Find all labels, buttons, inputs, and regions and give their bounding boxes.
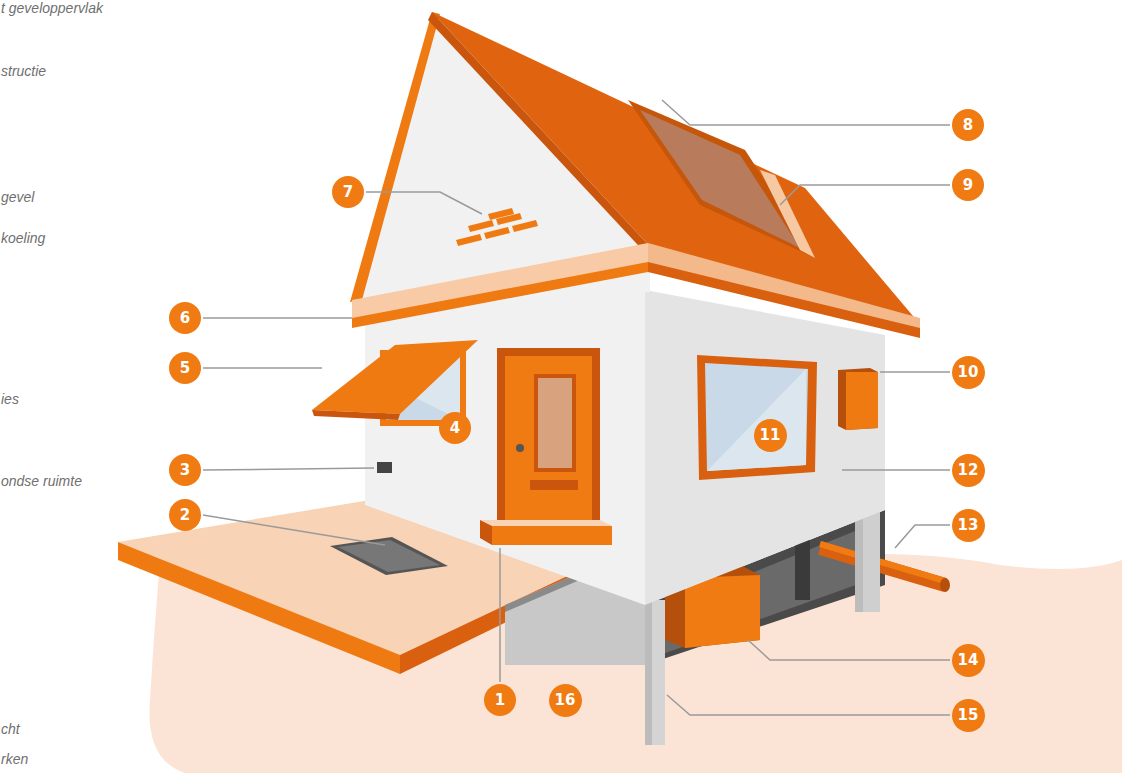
callout-text: 7 <box>343 185 353 200</box>
callout-number: 16 <box>549 684 582 717</box>
side-label: ondse ruimte <box>1 474 82 489</box>
callout-number: 10 <box>952 356 985 389</box>
callout-text: 5 <box>180 361 190 376</box>
callout-number: 4 <box>439 412 471 444</box>
side-label: cht <box>1 722 20 737</box>
side-label: structie <box>1 64 46 79</box>
callout-text: 8 <box>963 118 973 133</box>
callout-text: 4 <box>450 421 460 436</box>
callout-text: 1 <box>495 693 505 708</box>
callout-number: 2 <box>169 499 201 531</box>
side-label: ies <box>1 392 19 407</box>
side-label: gevel <box>1 190 34 205</box>
callout-number: 3 <box>169 454 201 486</box>
callout-number: 12 <box>952 454 985 487</box>
side-label: rken <box>1 752 28 767</box>
callout-text: 10 <box>958 365 979 380</box>
callout-number: 5 <box>169 352 201 384</box>
callout-text: 2 <box>180 508 190 523</box>
callout-number: 7 <box>332 176 364 208</box>
callout-text: 11 <box>760 428 781 443</box>
callout-text: 3 <box>180 463 190 478</box>
side-label: koeling <box>1 231 45 246</box>
callout-number: 6 <box>169 302 201 334</box>
callout-text: 6 <box>180 311 190 326</box>
callout-number: 13 <box>952 509 985 542</box>
callout-number: 14 <box>952 644 985 677</box>
callout-number: 9 <box>952 169 984 201</box>
callout-number: 8 <box>952 109 984 141</box>
callout-text: 16 <box>555 693 576 708</box>
callout-number: 15 <box>952 699 985 732</box>
callout-number: 1 <box>484 684 516 716</box>
callout-text: 12 <box>958 463 979 478</box>
callout-text: 15 <box>958 708 979 723</box>
side-label: t geveloppervlak <box>1 1 103 16</box>
callout-text: 13 <box>958 518 979 533</box>
callout-text: 9 <box>963 178 973 193</box>
callout-text: 14 <box>958 653 979 668</box>
callout-number: 11 <box>754 419 787 452</box>
